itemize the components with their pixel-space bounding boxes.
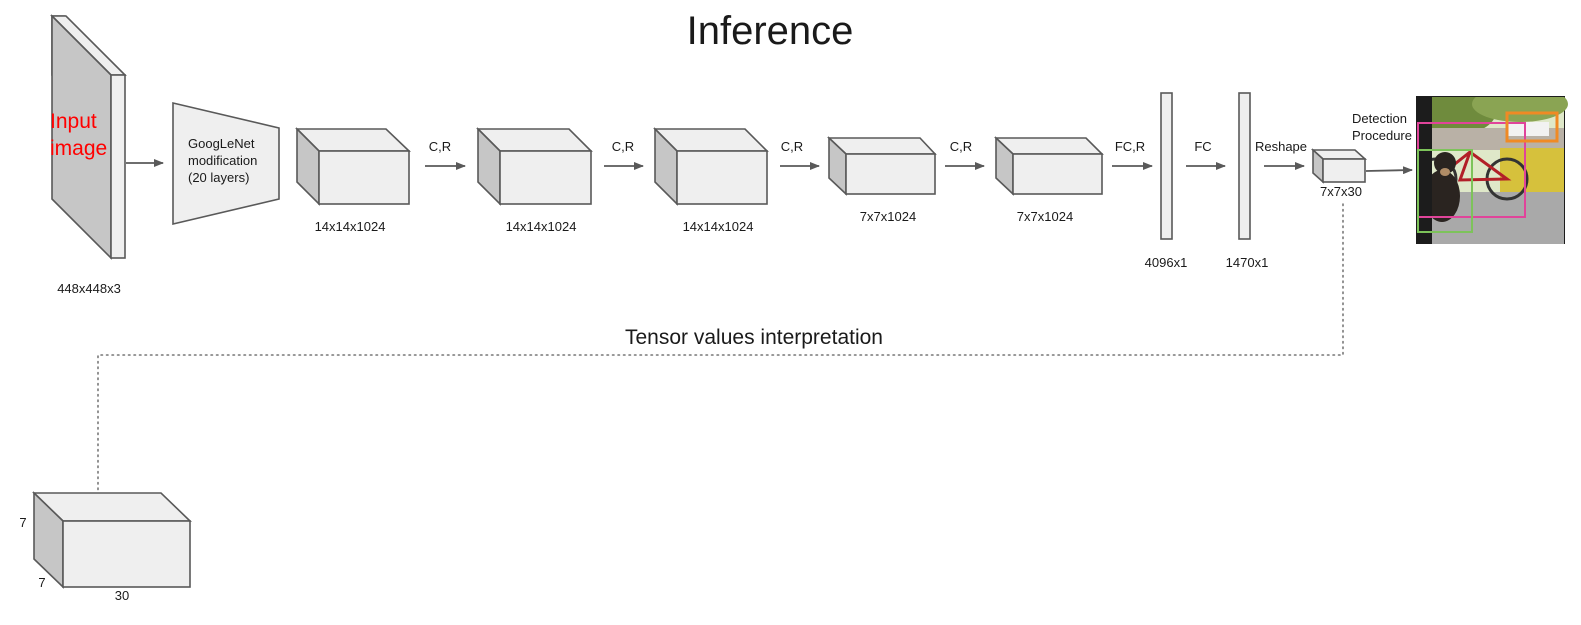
input-image-label-line2: image — [50, 137, 107, 160]
tensor-1-dims: 14x14x1024 — [315, 219, 386, 234]
interpretation-title: Tensor values interpretation — [625, 326, 883, 349]
tensor-box-4 — [826, 136, 937, 196]
interpretation-height-label: 7 — [38, 575, 45, 590]
op-label-5: FC,R — [1115, 139, 1145, 154]
op-label-7: Reshape — [1255, 139, 1307, 154]
googlenet-block — [172, 101, 280, 226]
googlenet-label-line1: GoogLeNet — [188, 136, 255, 151]
arrow-to-detection — [1365, 166, 1413, 175]
interpretation-width-label: 30 — [115, 588, 129, 603]
fc-layer-2 — [1238, 92, 1251, 240]
detection-result-image — [1416, 96, 1568, 244]
interpretation-connector — [97, 203, 1344, 491]
tensor-3-dims: 14x14x1024 — [683, 219, 754, 234]
googlenet-label-line2: modification — [188, 153, 257, 168]
detection-label-line2: Procedure — [1352, 128, 1412, 143]
interpretation-depth-label: 7 — [19, 515, 26, 530]
tensor-5-dims: 7x7x1024 — [1017, 209, 1073, 224]
tensor-box-2 — [476, 127, 593, 206]
input-image-label-line1: Input — [50, 110, 97, 133]
tensor-box-3 — [653, 127, 769, 206]
op-label-2: C,R — [612, 139, 634, 154]
interpretation-tensor-box — [32, 491, 192, 589]
tensor-2-dims: 14x14x1024 — [506, 219, 577, 234]
input-image-slab — [50, 14, 127, 260]
tensor-4-dims: 7x7x1024 — [860, 209, 916, 224]
fc-layer-1 — [1160, 92, 1173, 240]
op-label-6: FC — [1194, 139, 1211, 154]
op-label-4: C,R — [950, 139, 972, 154]
tensor-box-1 — [295, 127, 411, 206]
fc-layer-1-dims: 4096x1 — [1145, 255, 1188, 270]
diagram-title: Inference — [687, 9, 854, 53]
tensor-box-5 — [993, 136, 1104, 196]
op-label-1: C,R — [429, 139, 451, 154]
output-tensor-dims: 7x7x30 — [1320, 184, 1362, 199]
output-tensor-box — [1310, 148, 1368, 184]
detection-label-line1: Detection — [1352, 111, 1407, 126]
op-label-3: C,R — [781, 139, 803, 154]
input-dims-label: 448x448x3 — [57, 281, 121, 296]
fc-layer-2-dims: 1470x1 — [1226, 255, 1269, 270]
googlenet-label-line3: (20 layers) — [188, 170, 249, 185]
